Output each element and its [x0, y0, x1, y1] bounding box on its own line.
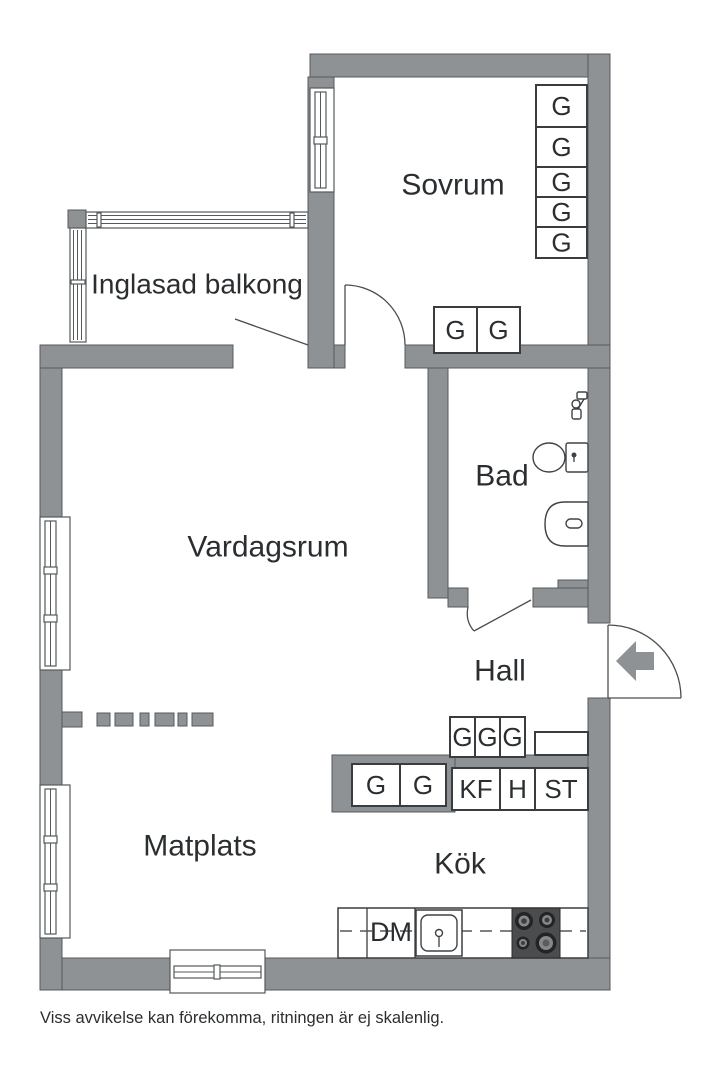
wardrobe-cell	[535, 166, 588, 198]
wall-bottom	[39, 957, 611, 991]
balcony-glazing-top	[85, 211, 309, 229]
fridge-freezer-unit	[451, 767, 501, 811]
wall-bath-bottom-right	[532, 587, 589, 608]
unit-label-st: ST	[544, 774, 577, 804]
cabinet-unit	[499, 767, 536, 811]
dash-segment	[154, 712, 175, 727]
room-label-kok: Kök	[434, 848, 487, 881]
wall-bath-left	[427, 367, 449, 599]
window-left-lower	[39, 784, 71, 939]
doors	[234, 284, 682, 699]
unit-label-kf: KF	[459, 774, 492, 804]
bathroom-fixtures	[532, 391, 589, 547]
dash-segment	[191, 712, 214, 727]
window-left-upper	[39, 516, 71, 671]
room-label-sovrum: Sovrum	[401, 169, 504, 202]
room-label-vardagsrum: Vardagsrum	[187, 531, 348, 564]
room-label-hall: Hall	[474, 655, 526, 688]
kitchen-sink-icon	[415, 909, 463, 957]
hall-shelf	[534, 731, 589, 756]
unit-label-dm: DM	[370, 917, 412, 947]
wall-top	[309, 53, 611, 78]
wall-right-lower	[587, 697, 611, 991]
wall-balcony-corner	[67, 209, 87, 229]
wardrobe-label: G	[445, 315, 465, 345]
balcony-door	[234, 318, 309, 346]
room-label-bad: Bad	[475, 460, 528, 493]
wardrobe-cell	[535, 126, 588, 168]
entrance-arrow-icon	[616, 641, 654, 681]
wardrobe-cell	[399, 763, 447, 807]
wardrobe-label: G	[551, 167, 571, 197]
wardrobe-label: G	[413, 770, 433, 800]
dash-segment	[139, 712, 150, 727]
wall-bath-step	[557, 579, 589, 589]
wardrobe-label: G	[502, 722, 522, 752]
wardrobe-cell	[535, 226, 588, 259]
shower-mixer-icon	[571, 391, 588, 420]
cleaning-cabinet-unit	[534, 767, 589, 811]
wall-band-left	[39, 344, 234, 369]
wardrobe-label: G	[366, 770, 386, 800]
toilet-icon	[532, 442, 589, 473]
wardrobe-cell	[351, 763, 401, 807]
wardrobe-label: G	[551, 197, 571, 227]
labels: Sovrum Inglasad balkong Vardagsrum Bad H…	[40, 91, 578, 1027]
disclaimer-caption: Viss avvikelse kan förekomma, ritningen …	[40, 1009, 444, 1027]
partial-wall-dashes	[96, 712, 214, 727]
bathroom-door	[466, 599, 532, 632]
stove-icon	[511, 907, 561, 959]
windows	[39, 87, 335, 994]
wall-band-jamb	[333, 344, 346, 369]
dash-segment	[114, 712, 134, 727]
entrance-door	[607, 624, 682, 699]
wardrobe-label: G	[551, 91, 571, 121]
wall-bath-jamb-left	[447, 587, 469, 608]
wardrobe-label: G	[488, 315, 508, 345]
wardrobe-label: G	[477, 722, 497, 752]
bedroom-door	[344, 284, 406, 346]
wardrobe-label: G	[452, 722, 472, 752]
wardrobe-cell	[476, 306, 521, 354]
balcony-glazing-left	[69, 227, 87, 343]
kitchen-counter	[337, 907, 589, 959]
wardrobe-cell	[433, 306, 478, 354]
wall-right-upper	[587, 53, 611, 624]
room-label-matplats: Matplats	[143, 830, 256, 863]
unit-label-h: H	[508, 774, 527, 804]
washbasin-icon	[544, 501, 589, 547]
wardrobe-cell	[535, 84, 588, 128]
window-bottom	[169, 949, 266, 994]
dash-segment	[96, 712, 111, 727]
partial-wall-stub	[61, 711, 83, 728]
wardrobe-cell	[474, 716, 501, 758]
window-bedroom	[309, 87, 335, 193]
wardrobe-label: G	[551, 132, 571, 162]
wardrobe-cell	[499, 716, 526, 758]
room-label-balkong: Inglasad balkong	[91, 269, 303, 300]
wardrobe-label: G	[551, 228, 571, 258]
closets	[351, 84, 589, 811]
dash-segment	[177, 712, 188, 727]
